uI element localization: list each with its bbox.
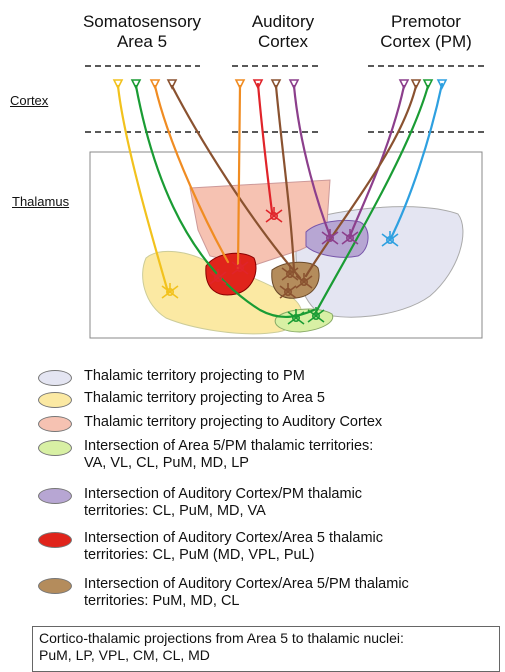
legend-label: Thalamic territory projecting to Area 5 — [84, 390, 504, 407]
legend-swatch — [38, 488, 72, 504]
legend-label-line: Intersection of Area 5/PM thalamic terri… — [84, 438, 504, 455]
legend-label: Intersection of Auditory Cortex/Area 5/P… — [84, 576, 504, 610]
legend-label: Intersection of Auditory Cortex/PM thala… — [84, 486, 504, 520]
cortical-terminal-3 — [151, 80, 159, 88]
cortical-terminal-5 — [236, 80, 244, 88]
caption-box: Cortico-thalamic projections from Area 5… — [32, 626, 500, 672]
legend-label: Intersection of Auditory Cortex/Area 5 t… — [84, 530, 504, 564]
legend-label: Intersection of Area 5/PM thalamic terri… — [84, 438, 504, 472]
cortical-terminal-2 — [132, 80, 140, 88]
legend-label-line: Thalamic territory projecting to Area 5 — [84, 390, 504, 407]
legend-swatch — [38, 370, 72, 386]
cortical-terminal-8 — [290, 80, 298, 88]
legend-label-line: Intersection of Auditory Cortex/Area 5 t… — [84, 530, 504, 547]
legend-label-line: territories: CL, PuM, MD, VA — [84, 503, 504, 520]
cortical-terminal-7 — [272, 80, 280, 88]
cortical-terminal-4 — [168, 80, 176, 88]
legend-swatch — [38, 392, 72, 408]
caption-line2: PuM, LP, VPL, CM, CL, MD — [39, 647, 493, 664]
cortical-terminal-1 — [114, 80, 122, 88]
cortical-terminal-10 — [412, 80, 420, 88]
caption-line1: Cortico-thalamic projections from Area 5… — [39, 630, 493, 647]
legend-label-line: VA, VL, CL, PuM, MD, LP — [84, 455, 504, 472]
legend-swatch — [38, 532, 72, 548]
cortex-dashed-lines — [85, 66, 488, 132]
cortical-terminal-11 — [424, 80, 432, 88]
legend-label-line: Thalamic territory projecting to PM — [84, 368, 504, 385]
legend-label: Thalamic territory projecting to Auditor… — [84, 414, 504, 431]
legend-swatch — [38, 416, 72, 432]
legend-label: Thalamic territory projecting to PM — [84, 368, 504, 385]
legend-swatch — [38, 440, 72, 456]
cortical-terminal-9 — [400, 80, 408, 88]
legend-swatch — [38, 578, 72, 594]
legend-label-line: Intersection of Auditory Cortex/PM thala… — [84, 486, 504, 503]
legend-label-line: Thalamic territory projecting to Auditor… — [84, 414, 504, 431]
thalamus-diagram — [0, 0, 505, 360]
legend-label-line: territories: PuM, MD, CL — [84, 593, 504, 610]
cortical-terminals — [114, 80, 446, 88]
legend-label-line: Intersection of Auditory Cortex/Area 5/P… — [84, 576, 504, 593]
legend-label-line: territories: CL, PuM (MD, VPL, PuL) — [84, 547, 504, 564]
auditory-pm-intersection — [306, 220, 368, 257]
